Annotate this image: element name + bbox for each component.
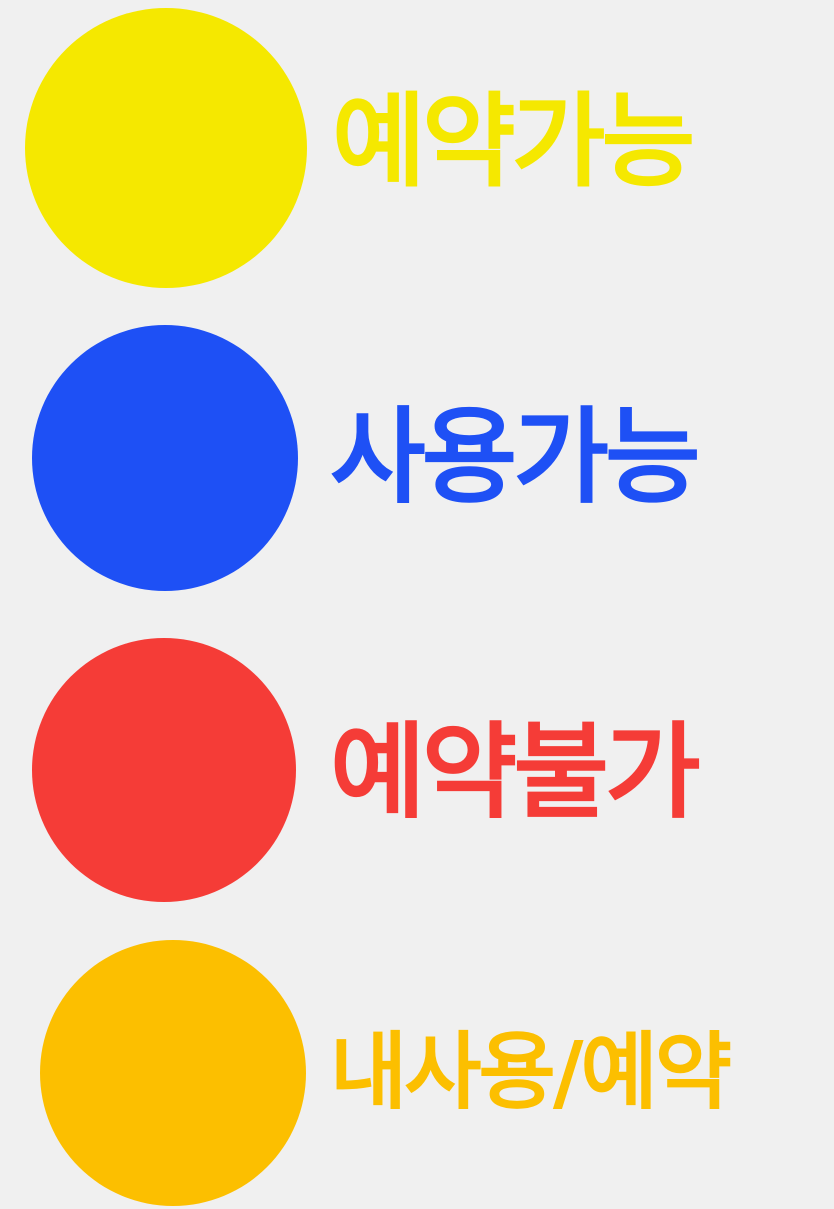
legend-item-available: 사용가능 (0, 300, 834, 610)
legend-label: 사용가능 (330, 396, 701, 518)
legend-label: 내사용/예약 (330, 1023, 732, 1121)
legend-item-unavailable: 예약불가 (0, 610, 834, 920)
blue-dot-icon (32, 325, 298, 591)
legend-label: 예약가능 (332, 83, 695, 202)
orange-dot-icon (40, 940, 306, 1206)
legend-item-reservable: 예약가능 (0, 0, 834, 300)
legend-item-my-use: 내사용/예약 (0, 920, 834, 1209)
legend-label: 예약불가 (330, 711, 701, 833)
red-dot-icon (32, 638, 296, 902)
yellow-dot-icon (25, 8, 307, 288)
